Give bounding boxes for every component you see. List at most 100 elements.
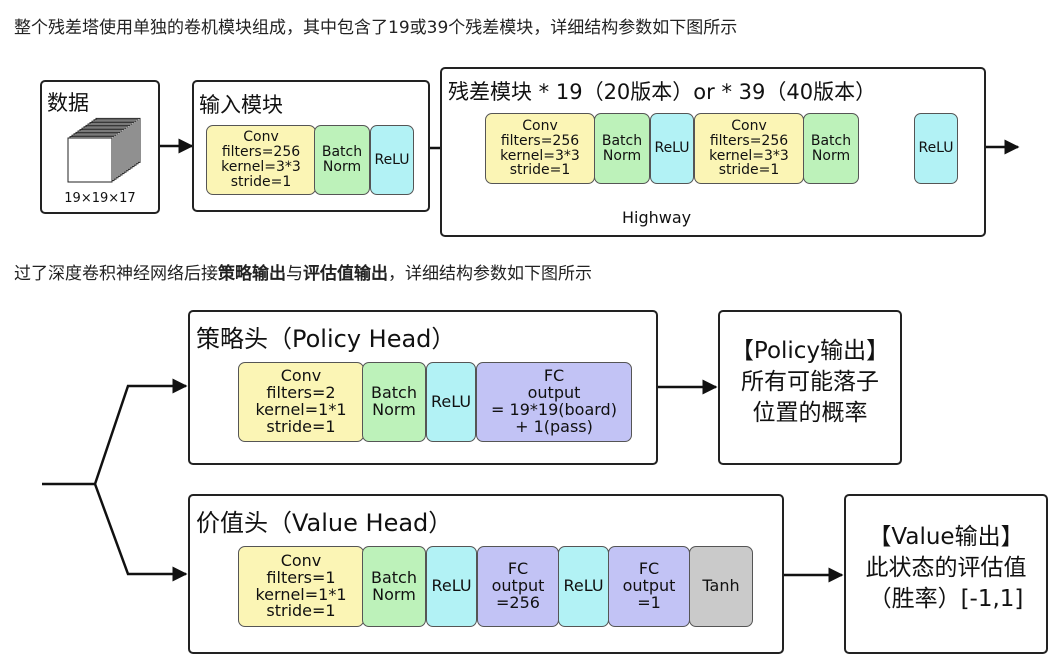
bn-label-1: Batch [371, 567, 417, 587]
value-fc2-block: FC output =1 [608, 546, 690, 627]
input-conv-block: Conv filters=256 kernel=3*3 stride=1 [206, 125, 316, 195]
data-stack-icon [67, 117, 141, 183]
data-box-title: 数据 [47, 91, 89, 115]
policy-relu-block: ReLU [426, 362, 476, 442]
value-head: 价值头（Value Head） Conv filters=1 kernel=1*… [188, 494, 784, 654]
bn-label-1: Batch [321, 144, 363, 161]
residual-relu-out-block: ReLU [914, 113, 958, 184]
fc-output-label: output [527, 383, 581, 403]
middle-text-bold2: 评估值输出 [303, 264, 388, 284]
policy-fc-block: FC output = 19*19(board) + 1(pass) [476, 362, 632, 442]
policy-output-line-1: 【Policy输出】 [730, 338, 890, 364]
conv-stride: stride=1 [718, 162, 780, 179]
relu-label: ReLU [374, 151, 410, 168]
conv-kernel: kernel=1*1 [255, 400, 347, 419]
middle-text-part1: 过了深度卷积神经网络后接 [14, 264, 218, 284]
relu-label: ReLU [431, 576, 472, 596]
value-conv-block: Conv filters=1 kernel=1*1 stride=1 [238, 546, 364, 627]
relu-label: ReLU [430, 391, 472, 411]
branch-line [42, 378, 188, 486]
conv-filters: filters=256 [709, 132, 789, 149]
input-module: 输入模块 Conv filters=256 kernel=3*3 stride=… [192, 80, 430, 212]
middle-text-part2: 与 [286, 264, 303, 284]
value-fc1-block: FC output =256 [477, 546, 559, 627]
fc-output-value: =256 [496, 592, 540, 612]
data-box: 数据 19×19×17 [40, 80, 160, 214]
bn-label-1: Batch [810, 132, 852, 149]
bn-label-1: Batch [601, 132, 643, 149]
value-output-line-3: （胜率）[-1,1] [868, 585, 1024, 612]
policy-conv-block: Conv filters=2 kernel=1*1 stride=1 [238, 362, 364, 442]
bn-label-2: Norm [322, 159, 362, 175]
residual-batchnorm1-block: Batch Norm [594, 113, 650, 184]
conv-filters: filters=256 [221, 144, 301, 161]
residual-module: 残差模块 * 19（20版本）or * 39（40版本） Conv filter… [440, 67, 986, 237]
fc-label: FC [638, 559, 660, 579]
data-plane [67, 137, 113, 183]
conv-kernel: kernel=3*3 [709, 147, 789, 164]
value-relu1-block: ReLU [426, 546, 477, 627]
relu-label: ReLU [654, 140, 690, 157]
relu-label: ReLU [918, 140, 954, 157]
residual-conv1-block: Conv filters=256 kernel=3*3 stride=1 [485, 113, 595, 184]
policy-output-line-3: 位置的概率 [752, 399, 868, 426]
conv-stride: stride=1 [230, 173, 292, 190]
fc-output-pass: + 1(pass) [515, 416, 593, 436]
tanh-label: Tanh [702, 576, 740, 596]
branch-line-value [93, 483, 188, 582]
value-batchnorm-block: Batch Norm [362, 546, 426, 627]
value-output-line-1: 【Value输出】 [868, 524, 1024, 550]
conv-filters: filters=1 [266, 567, 336, 587]
conv-filters: filters=256 [500, 132, 580, 149]
fc-label: FC [507, 559, 529, 579]
middle-text-bold1: 策略输出 [218, 264, 286, 284]
value-output-line-2: 此状态的评估值 [865, 554, 1027, 581]
fc-label: FC [543, 366, 565, 386]
conv-label: Conv [280, 550, 322, 570]
residual-batchnorm2-block: Batch Norm [803, 113, 859, 184]
fc-output-board: = 19*19(board) [491, 400, 617, 419]
policy-batchnorm-block: Batch Norm [362, 362, 426, 442]
middle-text: 过了深度卷积神经网络后接策略输出与评估值输出，详细结构参数如下图所示 [14, 259, 592, 284]
residual-relu1-block: ReLU [650, 113, 694, 184]
residual-conv2-block: Conv filters=256 kernel=3*3 stride=1 [694, 113, 804, 184]
fc-output-value: =1 [637, 592, 661, 612]
conv-filters: filters=2 [266, 383, 336, 403]
fc-output-label: output [622, 576, 676, 596]
conv-stride: stride=1 [266, 416, 336, 436]
conv-stride: stride=1 [266, 601, 336, 621]
bn-label-2: Norm [602, 147, 642, 164]
conv-label: Conv [522, 117, 558, 134]
conv-label: Conv [280, 366, 322, 386]
conv-label: Conv [731, 117, 767, 134]
conv-stride: stride=1 [509, 162, 571, 179]
intro-text: 整个残差塔使用单独的卷机模块组成，其中包含了19或39个残差模块，详细结构参数如… [14, 18, 738, 38]
fc-output-label: output [491, 576, 545, 596]
middle-text-part3: ，详细结构参数如下图所示 [388, 264, 592, 284]
relu-label: ReLU [563, 576, 604, 596]
data-dims: 19×19×17 [64, 191, 136, 206]
bn-label-2: Norm [811, 147, 851, 164]
conv-kernel: kernel=1*1 [255, 584, 347, 604]
conv-kernel: kernel=3*3 [221, 159, 301, 175]
residual-module-title: 残差模块 * 19（20版本）or * 39（40版本） [448, 80, 877, 104]
value-relu2-block: ReLU [558, 546, 609, 627]
conv-kernel: kernel=3*3 [500, 147, 580, 164]
policy-output-box: 【Policy输出】 所有可能落子 位置的概率 [718, 310, 902, 465]
input-relu-block: ReLU [370, 125, 414, 195]
conv-label: Conv [243, 129, 279, 146]
input-batchnorm-block: Batch Norm [314, 125, 370, 195]
highway-label: Highway [622, 208, 692, 227]
bn-label-1: Batch [371, 383, 417, 403]
policy-output-text: 【Policy输出】 所有可能落子 位置的概率 [720, 336, 900, 428]
input-module-title: 输入模块 [199, 93, 283, 117]
bn-label-2: Norm [372, 400, 416, 419]
policy-head: 策略头（Policy Head） Conv filters=2 kernel=1… [188, 310, 658, 465]
policy-output-line-2: 所有可能落子 [741, 368, 879, 395]
value-output-box: 【Value输出】 此状态的评估值 （胜率）[-1,1] [844, 494, 1048, 654]
value-head-title: 价值头（Value Head） [196, 509, 453, 537]
value-tanh-block: Tanh [689, 546, 753, 627]
value-output-text: 【Value输出】 此状态的评估值 （胜率）[-1,1] [846, 522, 1046, 614]
bn-label-2: Norm [372, 584, 416, 604]
policy-head-title: 策略头（Policy Head） [196, 325, 456, 353]
